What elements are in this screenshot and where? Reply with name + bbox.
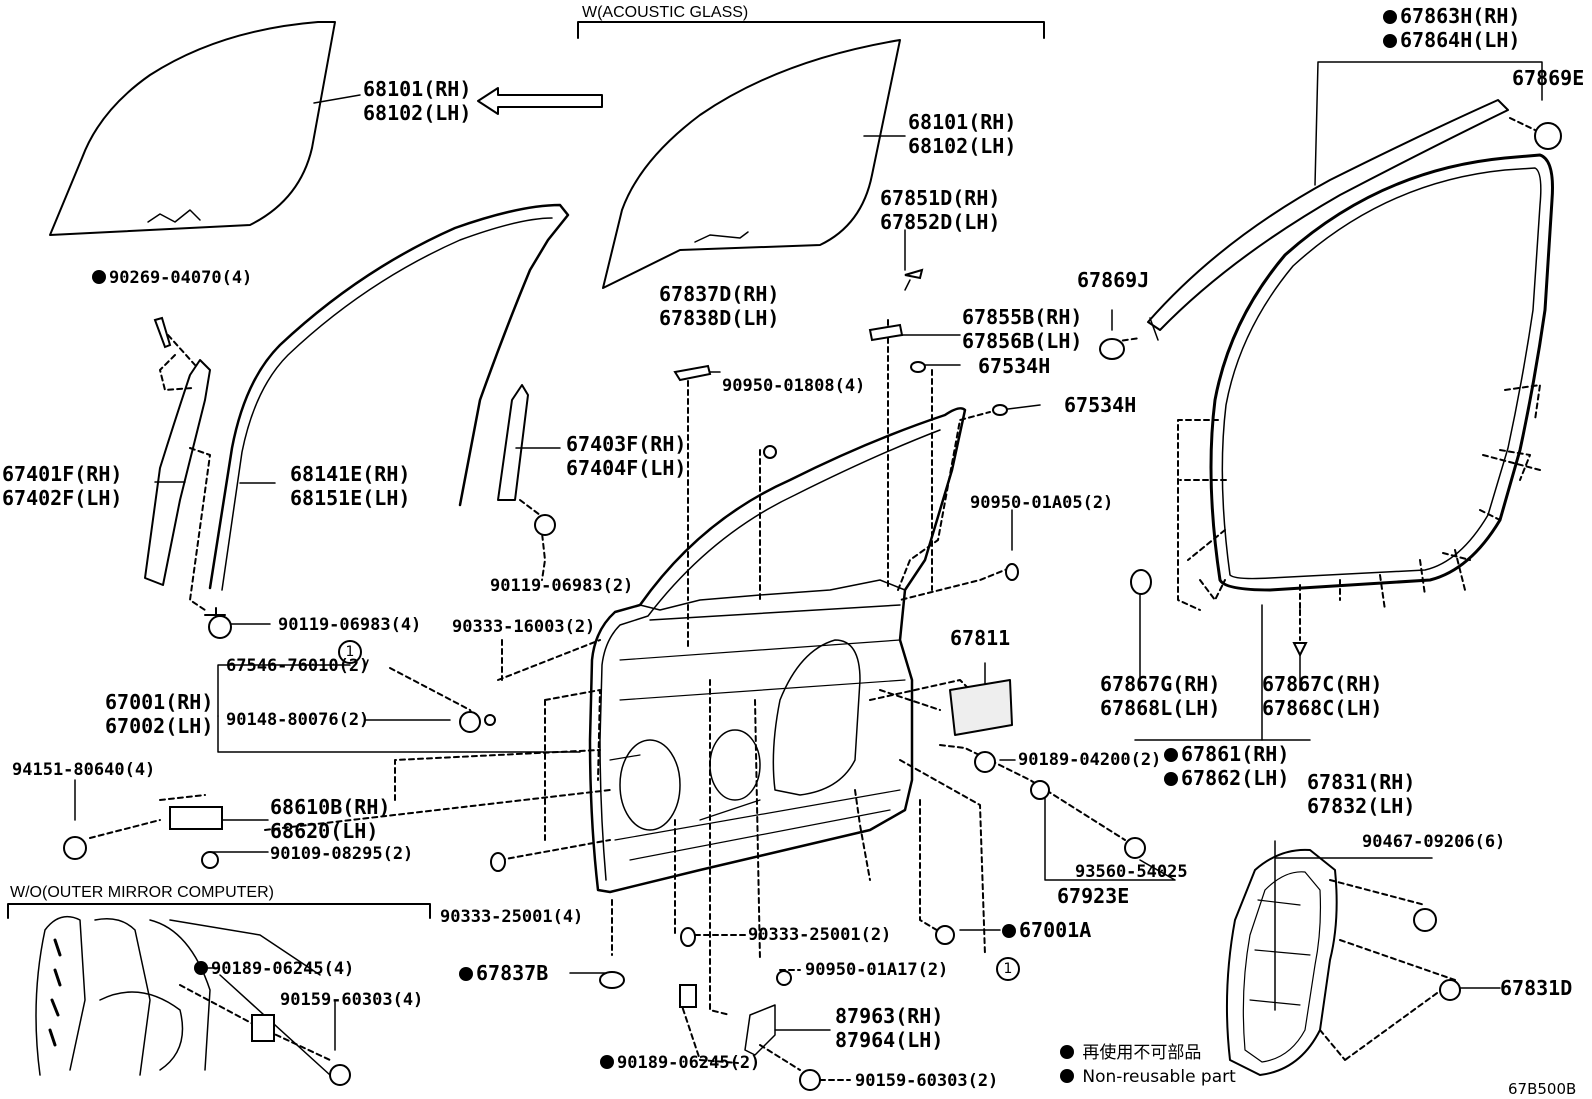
door-lock-outline <box>1225 848 1338 1076</box>
part-label-67864h: 67864H(LH) <box>1383 28 1520 52</box>
division-bar-outline <box>144 359 211 586</box>
part-label-67001: 67001(RH) <box>105 690 214 714</box>
part-label-68101-mid: 68101(RH) <box>908 110 1017 134</box>
part-label-90109: 90109-08295(2) <box>270 844 414 864</box>
diagram-id: 67B500B <box>1508 1080 1577 1098</box>
part-label-90950-01a05: 90950-01A05(2) <box>970 493 1114 513</box>
part-label-67002: 67002(LH) <box>105 714 214 738</box>
part-label-68620: 68620(LH) <box>270 819 379 843</box>
part-label-67869j: 67869J <box>1077 268 1150 292</box>
part-label-90950-01a17: 90950-01A17(2) <box>805 960 949 980</box>
part-label-67869e: 67869E <box>1512 66 1585 90</box>
non-reusable-dot-icon <box>1383 10 1397 24</box>
part-label-90333-25001-4: 90333-25001(4) <box>440 907 584 927</box>
legend-non-reusable-en: Non-reusable part <box>1060 1066 1236 1088</box>
part-label-67867g: 67867G(RH) <box>1100 672 1221 696</box>
mirror-inset-sketch <box>35 915 331 1076</box>
part-label-67868l: 67868L(LH) <box>1100 696 1221 720</box>
part-label-67546: 67546-76010(2) <box>226 656 370 676</box>
part-label-87964: 87964(LH) <box>835 1028 944 1052</box>
part-label-67923e: 67923E <box>1057 884 1130 908</box>
part-label-67838d: 67838D(LH) <box>659 306 780 330</box>
part-label-68102-left: 68102(LH) <box>363 101 472 125</box>
part-label-90159-60303-2: 90159-60303(2) <box>855 1071 999 1091</box>
legend-non-reusable-jp: 再使用不可部品 <box>1060 1042 1201 1064</box>
part-label-67402f: 67402F(LH) <box>2 486 123 510</box>
part-label-67855b: 67855B(RH) <box>962 305 1083 329</box>
non-reusable-dot-icon <box>194 961 208 975</box>
outer-mirror-header: W/O(OUTER MIRROR COMPUTER) <box>10 884 274 901</box>
non-reusable-dot-icon <box>1164 772 1178 786</box>
part-label-67404f: 67404F(LH) <box>566 456 687 480</box>
non-reusable-dot-icon <box>1164 748 1178 762</box>
part-label-67863h: 67863H(RH) <box>1383 4 1520 28</box>
part-label-67832: 67832(LH) <box>1307 794 1416 818</box>
outer-mirror-bracket <box>7 903 431 919</box>
part-label-67811: 67811 <box>950 626 1011 650</box>
part-label-67851d: 67851D(RH) <box>880 186 1001 210</box>
glass-left-outline <box>49 21 336 236</box>
part-label-68151e: 68151E(LH) <box>290 486 411 510</box>
part-label-90148: 90148-80076(2) <box>226 710 370 730</box>
part-label-67837b: 67837B <box>459 961 548 985</box>
part-label-93560: 93560-54025 <box>1075 862 1188 882</box>
non-reusable-dot-icon <box>600 1055 614 1069</box>
part-label-90189-06245-4: 90189-06245(4) <box>194 959 354 979</box>
part-label-90333-25001-2: 90333-25001(2) <box>748 925 892 945</box>
part-label-67534h-a: 67534H <box>978 354 1051 378</box>
part-label-90189-04200: 90189-04200(2) <box>1018 750 1162 770</box>
acoustic-glass-header: W(ACOUSTIC GLASS) <box>582 4 749 21</box>
part-label-90950-01808: 90950-01808(4) <box>722 376 866 396</box>
non-reusable-dot-icon <box>1383 34 1397 48</box>
part-label-90159-60303-4: 90159-60303(4) <box>280 990 424 1010</box>
rear-channel-outline <box>497 384 529 501</box>
non-reusable-dot-icon <box>1060 1045 1074 1059</box>
non-reusable-dot-icon <box>92 270 106 284</box>
part-label-68101-left: 68101(RH) <box>363 77 472 101</box>
door-panel-outline <box>588 407 967 894</box>
part-label-90189-06245-2: 90189-06245(2) <box>600 1053 760 1073</box>
part-label-68102-mid: 68102(LH) <box>908 134 1017 158</box>
part-label-67852d: 67852D(LH) <box>880 210 1001 234</box>
non-reusable-dot-icon <box>1060 1069 1074 1083</box>
callout-marker-1-right: 1 <box>996 957 1020 981</box>
run-channel-outline <box>208 203 570 590</box>
part-label-67831: 67831(RH) <box>1307 770 1416 794</box>
weatherstrip-outline <box>1209 153 1554 592</box>
part-label-67862: 67862(LH) <box>1164 766 1289 790</box>
part-label-68610b: 68610B(RH) <box>270 795 391 819</box>
part-label-67867c: 67867C(RH) <box>1262 672 1383 696</box>
non-reusable-dot-icon <box>459 967 473 981</box>
part-label-67868c: 67868C(LH) <box>1262 696 1383 720</box>
part-label-67861: 67861(RH) <box>1164 742 1289 766</box>
part-label-67401f: 67401F(RH) <box>2 462 123 486</box>
callout-marker-1-left: 1 <box>338 640 362 664</box>
part-label-67001a: 67001A <box>1002 918 1091 942</box>
part-label-90269: 90269-04070(4) <box>92 268 252 288</box>
part-label-90119-2: 90119-06983(2) <box>490 576 634 596</box>
glass-mid-outline <box>602 39 901 289</box>
part-label-67403f: 67403F(RH) <box>566 432 687 456</box>
part-label-90467: 90467-09206(6) <box>1362 832 1506 852</box>
part-label-87963: 87963(RH) <box>835 1004 944 1028</box>
part-label-67831d: 67831D <box>1500 976 1573 1000</box>
part-label-67534h-b: 67534H <box>1064 393 1137 417</box>
part-label-67837d: 67837D(RH) <box>659 282 780 306</box>
part-label-90119-4: 90119-06983(4) <box>278 615 422 635</box>
acoustic-glass-bracket <box>577 21 1045 39</box>
part-label-67856b: 67856B(LH) <box>962 329 1083 353</box>
part-label-68141e: 68141E(RH) <box>290 462 411 486</box>
part-label-90333-16003: 90333-16003(2) <box>452 617 596 637</box>
part-label-94151: 94151-80640(4) <box>12 760 156 780</box>
direction-arrow <box>477 87 603 115</box>
non-reusable-dot-icon <box>1002 924 1016 938</box>
